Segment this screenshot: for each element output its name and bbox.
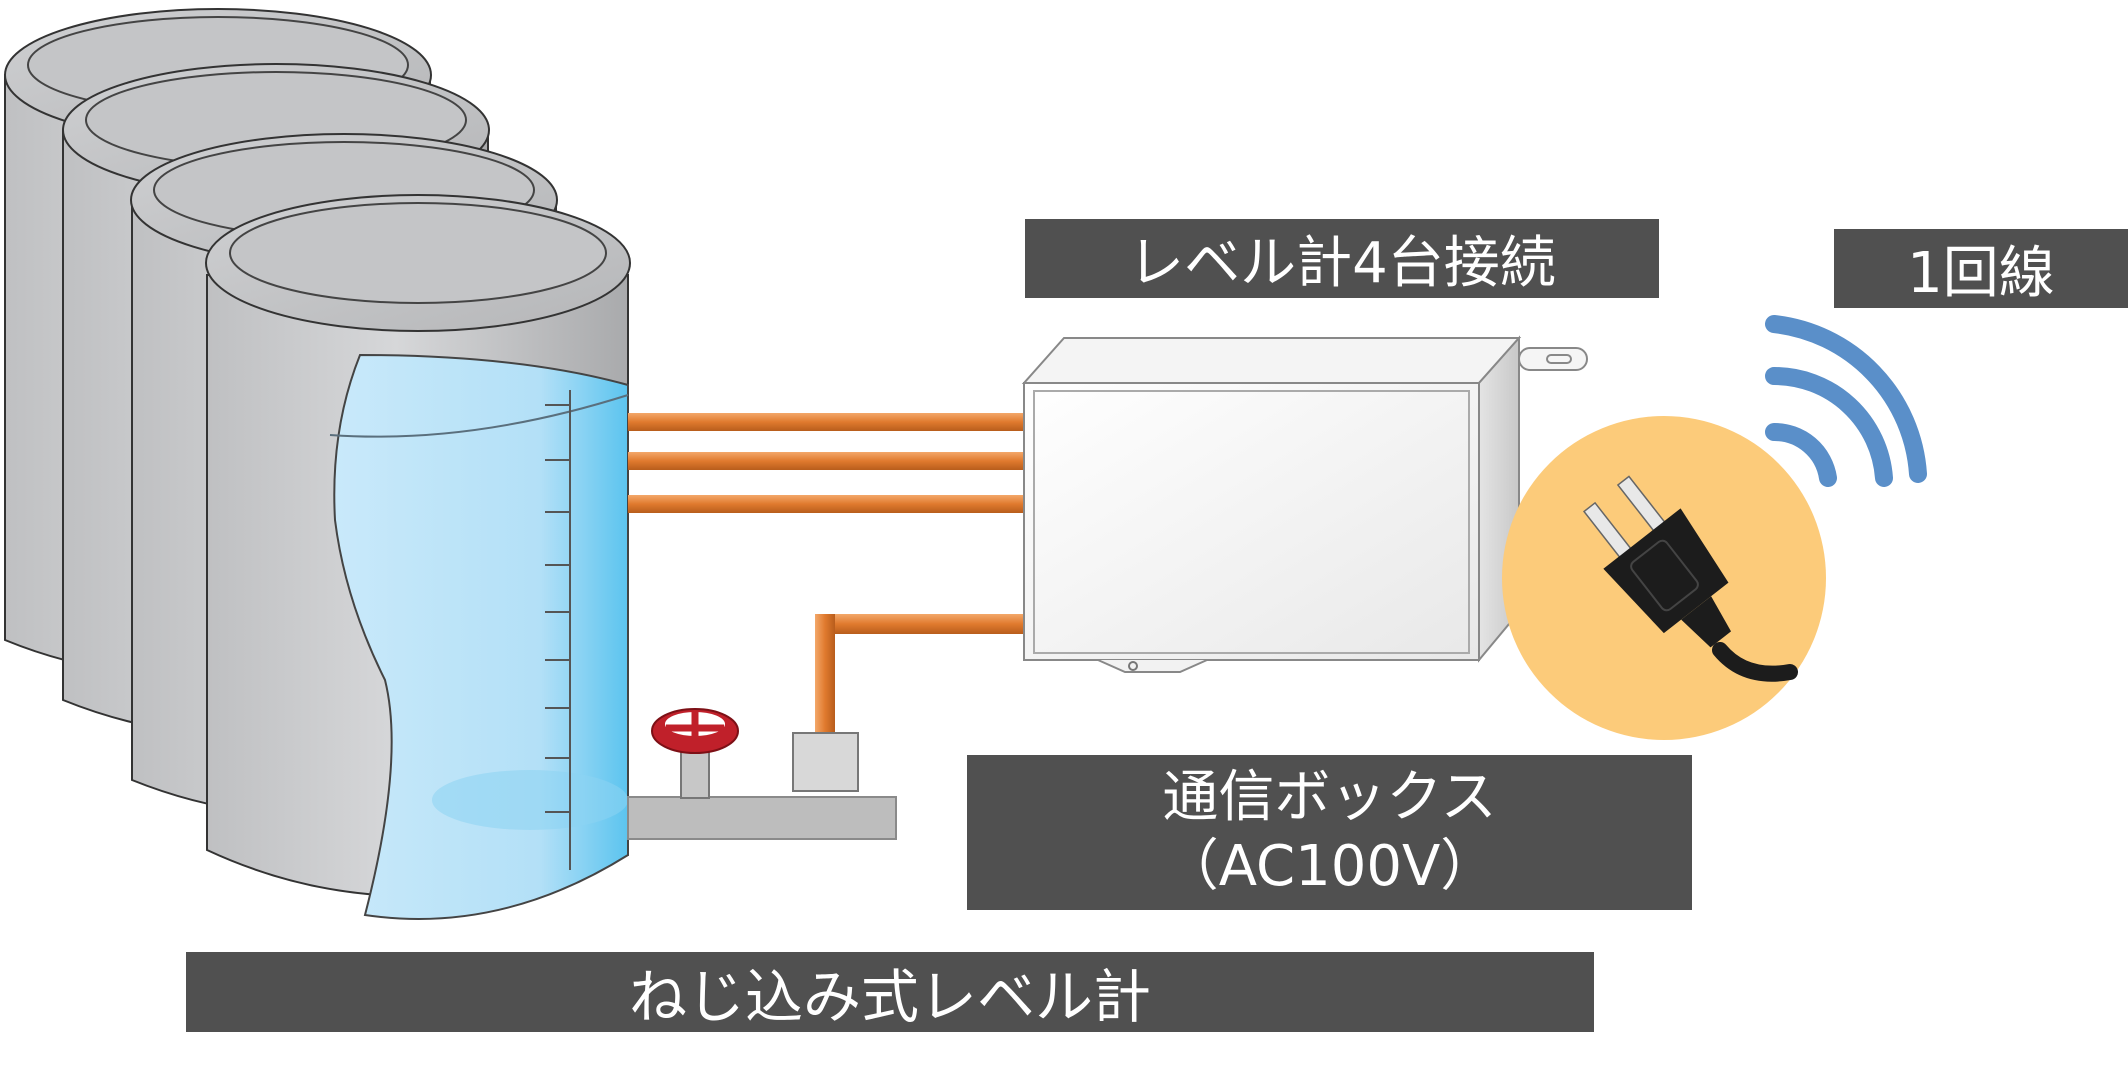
wifi-signal-icon (1765, 315, 1927, 487)
valve-icon (651, 708, 739, 799)
tank-icon (205, 194, 631, 920)
cable (815, 614, 1024, 734)
level-meter-count-label: レベル計4台接続 (1025, 219, 1659, 298)
power-plug-icon (1502, 416, 1826, 740)
screw-level-meter-label: ねじ込み式レベル計 (186, 952, 1594, 1032)
communication-box-icon (1021, 335, 1588, 673)
communication-box-power: （AC100V） (1162, 833, 1497, 899)
cable (628, 413, 1024, 513)
pipe-base (627, 796, 897, 840)
sensor-block-icon (792, 732, 859, 792)
communication-box-name: 通信ボックス (1162, 765, 1497, 831)
line-count-label: 1回線 (1834, 229, 2128, 308)
communication-box-label: 通信ボックス （AC100V） (967, 755, 1692, 910)
